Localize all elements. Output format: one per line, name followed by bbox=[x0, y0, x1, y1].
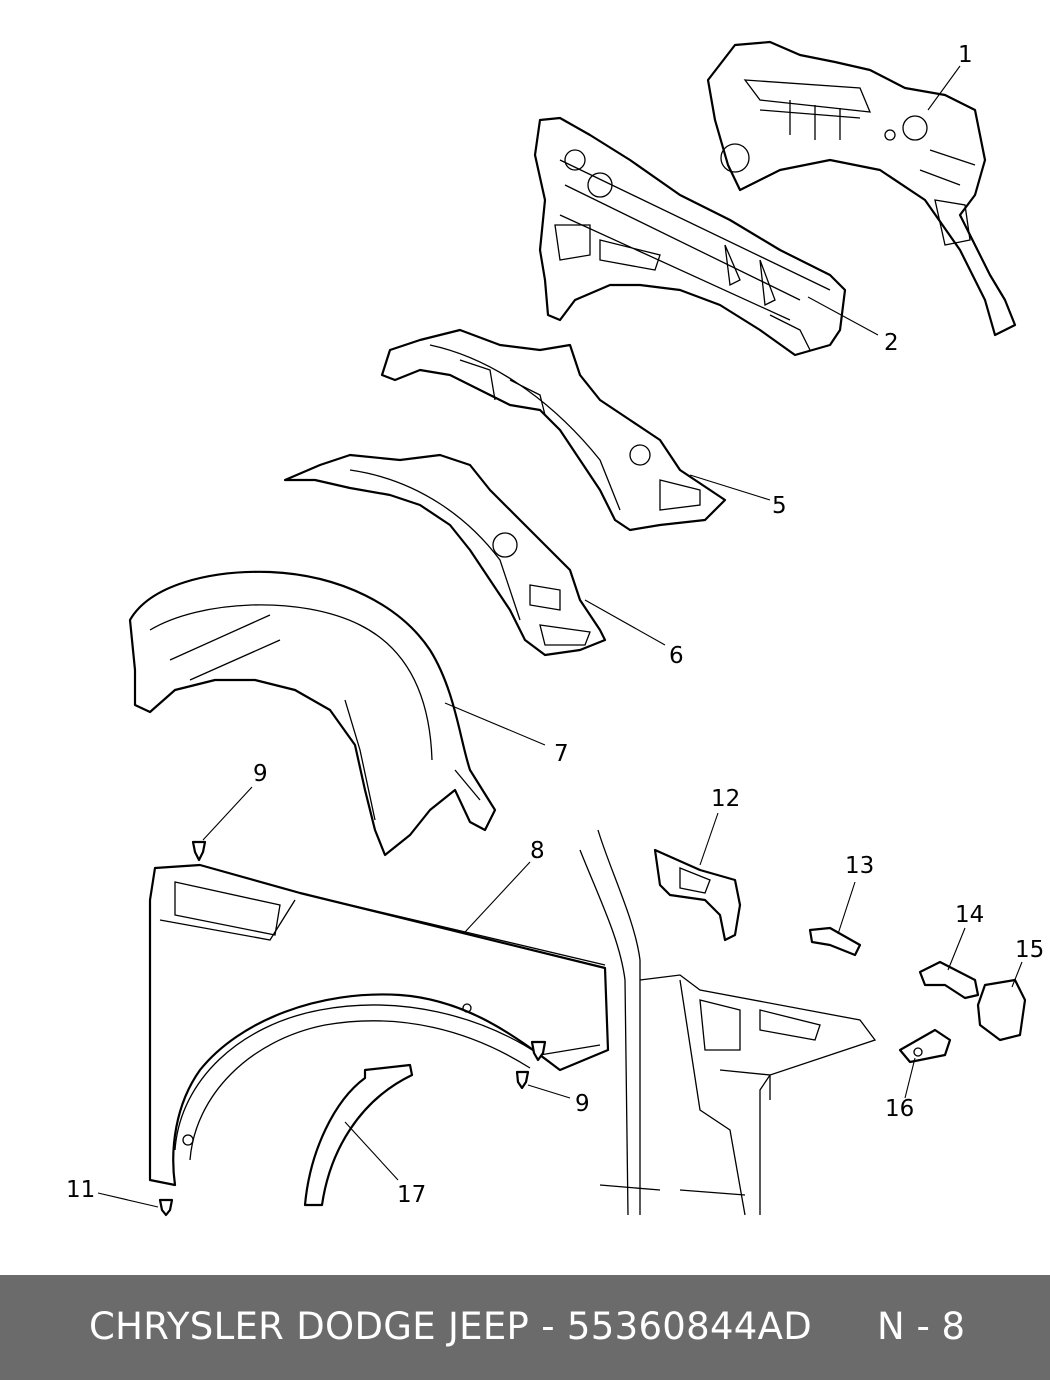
parts-diagram: 1 2 5 6 7 8 9 9 11 12 13 14 15 16 17 bbox=[66, 40, 1044, 1217]
part-5-wheelhouse-upper bbox=[380, 328, 727, 532]
callout-11: 11 bbox=[66, 1177, 95, 1203]
fastener-9-upper bbox=[191, 840, 207, 862]
footer-title: CHRYSLER DODGE JEEP - 55360844AD bbox=[89, 1305, 813, 1348]
callout-9-upper: 9 bbox=[253, 761, 268, 787]
callout-6: 6 bbox=[669, 643, 684, 669]
callout-15: 15 bbox=[1015, 937, 1044, 963]
part-1-dash-panel bbox=[706, 40, 1017, 337]
part-17-flare-molding bbox=[303, 1063, 414, 1207]
body-side-structure bbox=[579, 829, 877, 1216]
leader-lines bbox=[97, 65, 1023, 1208]
footer-bar: CHRYSLER DODGE JEEP - 55360844AD N - 8 bbox=[0, 1275, 1050, 1380]
fastener-11 bbox=[158, 1198, 174, 1217]
part-12-bracket bbox=[653, 848, 742, 942]
footer-page-code: N - 8 bbox=[877, 1305, 966, 1348]
callout-8: 8 bbox=[530, 838, 545, 864]
part-13-clip bbox=[808, 926, 862, 957]
fastener-9-lower bbox=[515, 1070, 530, 1090]
callout-7: 7 bbox=[554, 741, 569, 767]
part-8-fender bbox=[148, 863, 610, 1187]
part-2-cowl-panel bbox=[533, 116, 847, 357]
part-7-wheelhouse-liner bbox=[128, 570, 497, 857]
part-15-block bbox=[976, 978, 1027, 1042]
callout-13: 13 bbox=[845, 853, 874, 879]
fastener-9-fender bbox=[530, 1040, 547, 1062]
callout-2: 2 bbox=[884, 330, 899, 356]
callout-12: 12 bbox=[711, 786, 740, 812]
callout-9-lower: 9 bbox=[575, 1091, 590, 1117]
callout-16: 16 bbox=[885, 1096, 914, 1122]
part-14-bracket bbox=[918, 960, 980, 1000]
callout-17: 17 bbox=[397, 1182, 426, 1208]
callout-1: 1 bbox=[958, 42, 973, 68]
part-6-wheelhouse-lower bbox=[283, 453, 607, 657]
callout-14: 14 bbox=[955, 902, 984, 928]
part-16-plate bbox=[898, 1028, 952, 1064]
callout-5: 5 bbox=[772, 493, 787, 519]
